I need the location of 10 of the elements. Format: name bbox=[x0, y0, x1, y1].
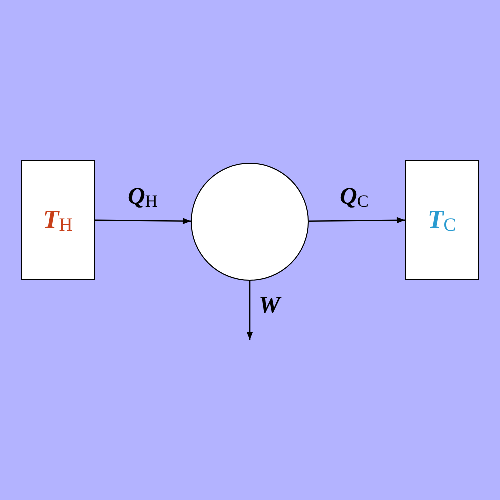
reservoir-label: T$_{C}$ bbox=[428, 205, 456, 235]
reservoir-box bbox=[405, 160, 479, 280]
edge-label: Q$_{H}$ bbox=[128, 184, 158, 211]
reservoir-label: T$_{H}$ bbox=[43, 205, 73, 235]
arrow bbox=[246, 281, 254, 340]
arrow bbox=[95, 218, 192, 224]
reservoir-box bbox=[21, 160, 95, 280]
edge-label: W bbox=[259, 293, 280, 320]
arrow bbox=[308, 217, 405, 224]
edge-label: Q$_{C}$ bbox=[340, 184, 369, 211]
